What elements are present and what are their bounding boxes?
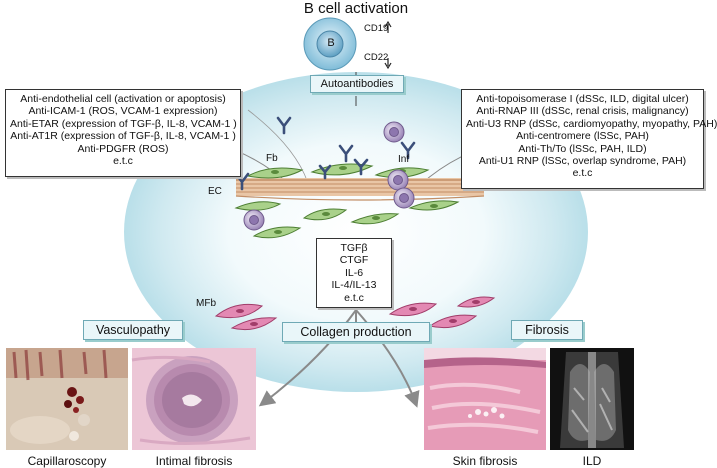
left-item: Anti-ICAM-1 (ROS, VCAM-1 expression) xyxy=(28,105,218,118)
right-item: Anti-U1 RNP (lSSc, overlap syndrome, PAH… xyxy=(478,155,687,168)
fibrosis-label: Fibrosis xyxy=(511,320,583,340)
intimal-fibrosis-caption: Intimal fibrosis xyxy=(155,454,233,468)
mfb-label: MFb xyxy=(196,298,216,309)
cd19-label: CD19 xyxy=(364,23,389,34)
cd22-label: CD22 xyxy=(364,52,389,63)
right-autoantibody-box: Anti-topoisomerase I (dSSc, ILD, digital… xyxy=(461,89,717,189)
ild-caption: ILD xyxy=(582,454,602,468)
left-item: Anti-AT1R (expression of TGF-β, IL-8, VC… xyxy=(10,130,236,143)
cytokine-item: CTGF xyxy=(339,254,369,267)
collagen-production-label: Collagen production xyxy=(282,322,430,342)
cytokine-item: e.t.c xyxy=(344,291,364,304)
autoantibodies-label: Autoantibodies xyxy=(310,75,404,93)
b-cell-label: B xyxy=(327,37,335,49)
capillaroscopy-image xyxy=(6,348,128,450)
right-item: Anti-Th/To (lSSc, PAH, ILD) xyxy=(518,142,647,155)
intimal-fibrosis-image xyxy=(131,348,256,450)
ild-ct-image xyxy=(550,348,634,450)
skin-fibrosis-image xyxy=(424,348,546,450)
skin-fibrosis-caption: Skin fibrosis xyxy=(452,454,518,468)
diagram-title: B cell activation xyxy=(303,0,409,17)
cytokine-item: IL-6 xyxy=(344,266,364,279)
left-item: Anti-endothelial cell (activation or apo… xyxy=(20,93,226,105)
inf-label: Inf xyxy=(398,154,410,165)
left-autoantibody-box: Anti-endothelial cell (activation or apo… xyxy=(5,89,241,177)
ec-label: EC xyxy=(208,186,222,197)
cytokine-item: TGFβ xyxy=(340,242,368,254)
cytokine-box: TGFβ CTGF IL-6 IL-4/IL-13 e.t.c xyxy=(316,238,392,308)
cytokine-item: IL-4/IL-13 xyxy=(331,279,377,292)
right-item: Anti-RNAP III (dSSc, renal crisis, malig… xyxy=(476,105,689,118)
left-item: e.t.c xyxy=(113,155,133,168)
left-item: Anti-PDGFR (ROS) xyxy=(77,142,169,155)
vasculopathy-label: Vasculopathy xyxy=(83,320,183,340)
left-item: Anti-ETAR (expression of TGF-β, IL-8, VC… xyxy=(10,117,237,130)
right-item: Anti-centromere (lSSc, PAH) xyxy=(516,130,649,143)
capillaroscopy-caption: Capillaroscopy xyxy=(27,454,107,468)
b-cell-nucleus xyxy=(316,30,344,58)
fb-label: Fb xyxy=(266,153,278,164)
right-item: Anti-U3 RNP (dSSc, cardiomyopathy, myopa… xyxy=(466,117,717,130)
right-item: Anti-topoisomerase I (dSSc, ILD, digital… xyxy=(476,93,689,105)
right-item: e.t.c xyxy=(572,167,593,180)
